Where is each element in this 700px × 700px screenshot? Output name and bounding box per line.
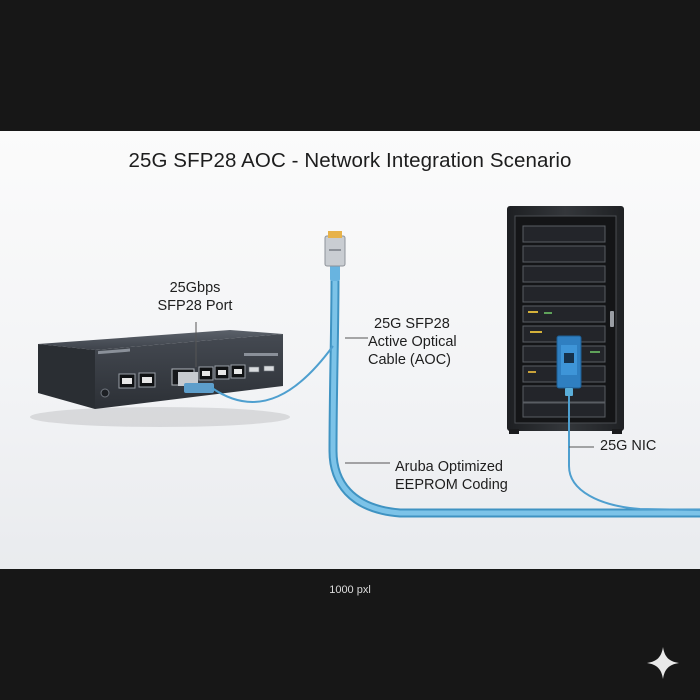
scene-illustration [30, 206, 700, 518]
nic-card [556, 335, 582, 396]
rack-foot-left [509, 429, 519, 434]
rack-led-5 [528, 371, 536, 373]
rj45-ports-left [118, 372, 156, 389]
rack-unit-3 [522, 265, 606, 283]
rack-unit-10 [522, 402, 606, 418]
cable-label: 25G SFP28 Active Optical Cable (AOC) [368, 315, 498, 369]
cable-nic-branch [568, 396, 700, 511]
rack-led-1 [528, 311, 538, 313]
rack-foot-right [612, 429, 622, 434]
sfp28-port [171, 368, 214, 393]
bottom-letterbox [0, 569, 700, 700]
switch-top-face [38, 330, 283, 350]
rack-unit-4 [522, 285, 606, 303]
top-letterbox [0, 0, 700, 131]
sparkle-icon [647, 647, 679, 679]
rack-leds [528, 311, 600, 373]
sfp28-module [178, 372, 198, 386]
rj45-ports-right [198, 364, 246, 381]
rack-led-3 [530, 331, 542, 333]
rj45-port-3-pins [202, 371, 210, 376]
diagram-panel: 25G SFP28 AOC - Network Integration Scen… [0, 131, 700, 569]
cable-label-line2: Active Optical [368, 334, 457, 350]
rack-units [522, 225, 606, 418]
cable-main [330, 276, 700, 516]
usb-port-2 [263, 365, 275, 372]
power-button-icon [100, 388, 110, 398]
cable-label-line3: Cable (AOC) [368, 352, 451, 368]
sfp28-connector-detail [329, 249, 341, 251]
rj45-port-1-pins [122, 378, 132, 384]
eeprom-label-line2: EEPROM Coding [395, 477, 508, 493]
switch-model-text [244, 353, 278, 356]
aoc-connector-nic [565, 388, 573, 396]
eeprom-label: Aruba Optimized EEPROM Coding [395, 458, 545, 494]
rj45-port-2-pins [142, 377, 152, 383]
rj45-port-4-pins [218, 370, 226, 375]
rack-led-2 [544, 312, 552, 314]
aoc-cable [211, 231, 700, 518]
port-label-line2: SFP28 Port [157, 298, 233, 314]
usb-port-1 [248, 366, 260, 373]
rack-door-handle [610, 311, 614, 327]
cable-switch-branch [211, 345, 334, 403]
rack-unit-5 [522, 305, 606, 323]
network-switch [30, 330, 290, 427]
cable-label-line1: 25G SFP28 [374, 316, 450, 332]
image-size-caption: 1000 pxl [329, 584, 371, 596]
port-label-line1: 25Gbps [169, 280, 221, 296]
port-label: 25Gbps SFP28 Port [140, 279, 250, 315]
nic-label: 25G NIC [600, 438, 657, 454]
eeprom-label-line1: Aruba Optimized [395, 459, 503, 475]
rack-unit-2 [522, 245, 606, 263]
switch-side-face [38, 344, 95, 409]
nic-chip [564, 353, 574, 363]
diagram-title: 25G SFP28 AOC - Network Integration Scen… [128, 149, 572, 172]
server-rack [507, 206, 624, 434]
rack-unit-1 [522, 225, 606, 243]
switch-shadow [30, 407, 290, 427]
rj45-port-5-pins [234, 369, 242, 374]
switch-brand-text [98, 348, 130, 355]
sfp28-pull-tab [328, 231, 342, 238]
rack-led-4 [590, 351, 600, 353]
aoc-connector-switch [184, 383, 214, 393]
